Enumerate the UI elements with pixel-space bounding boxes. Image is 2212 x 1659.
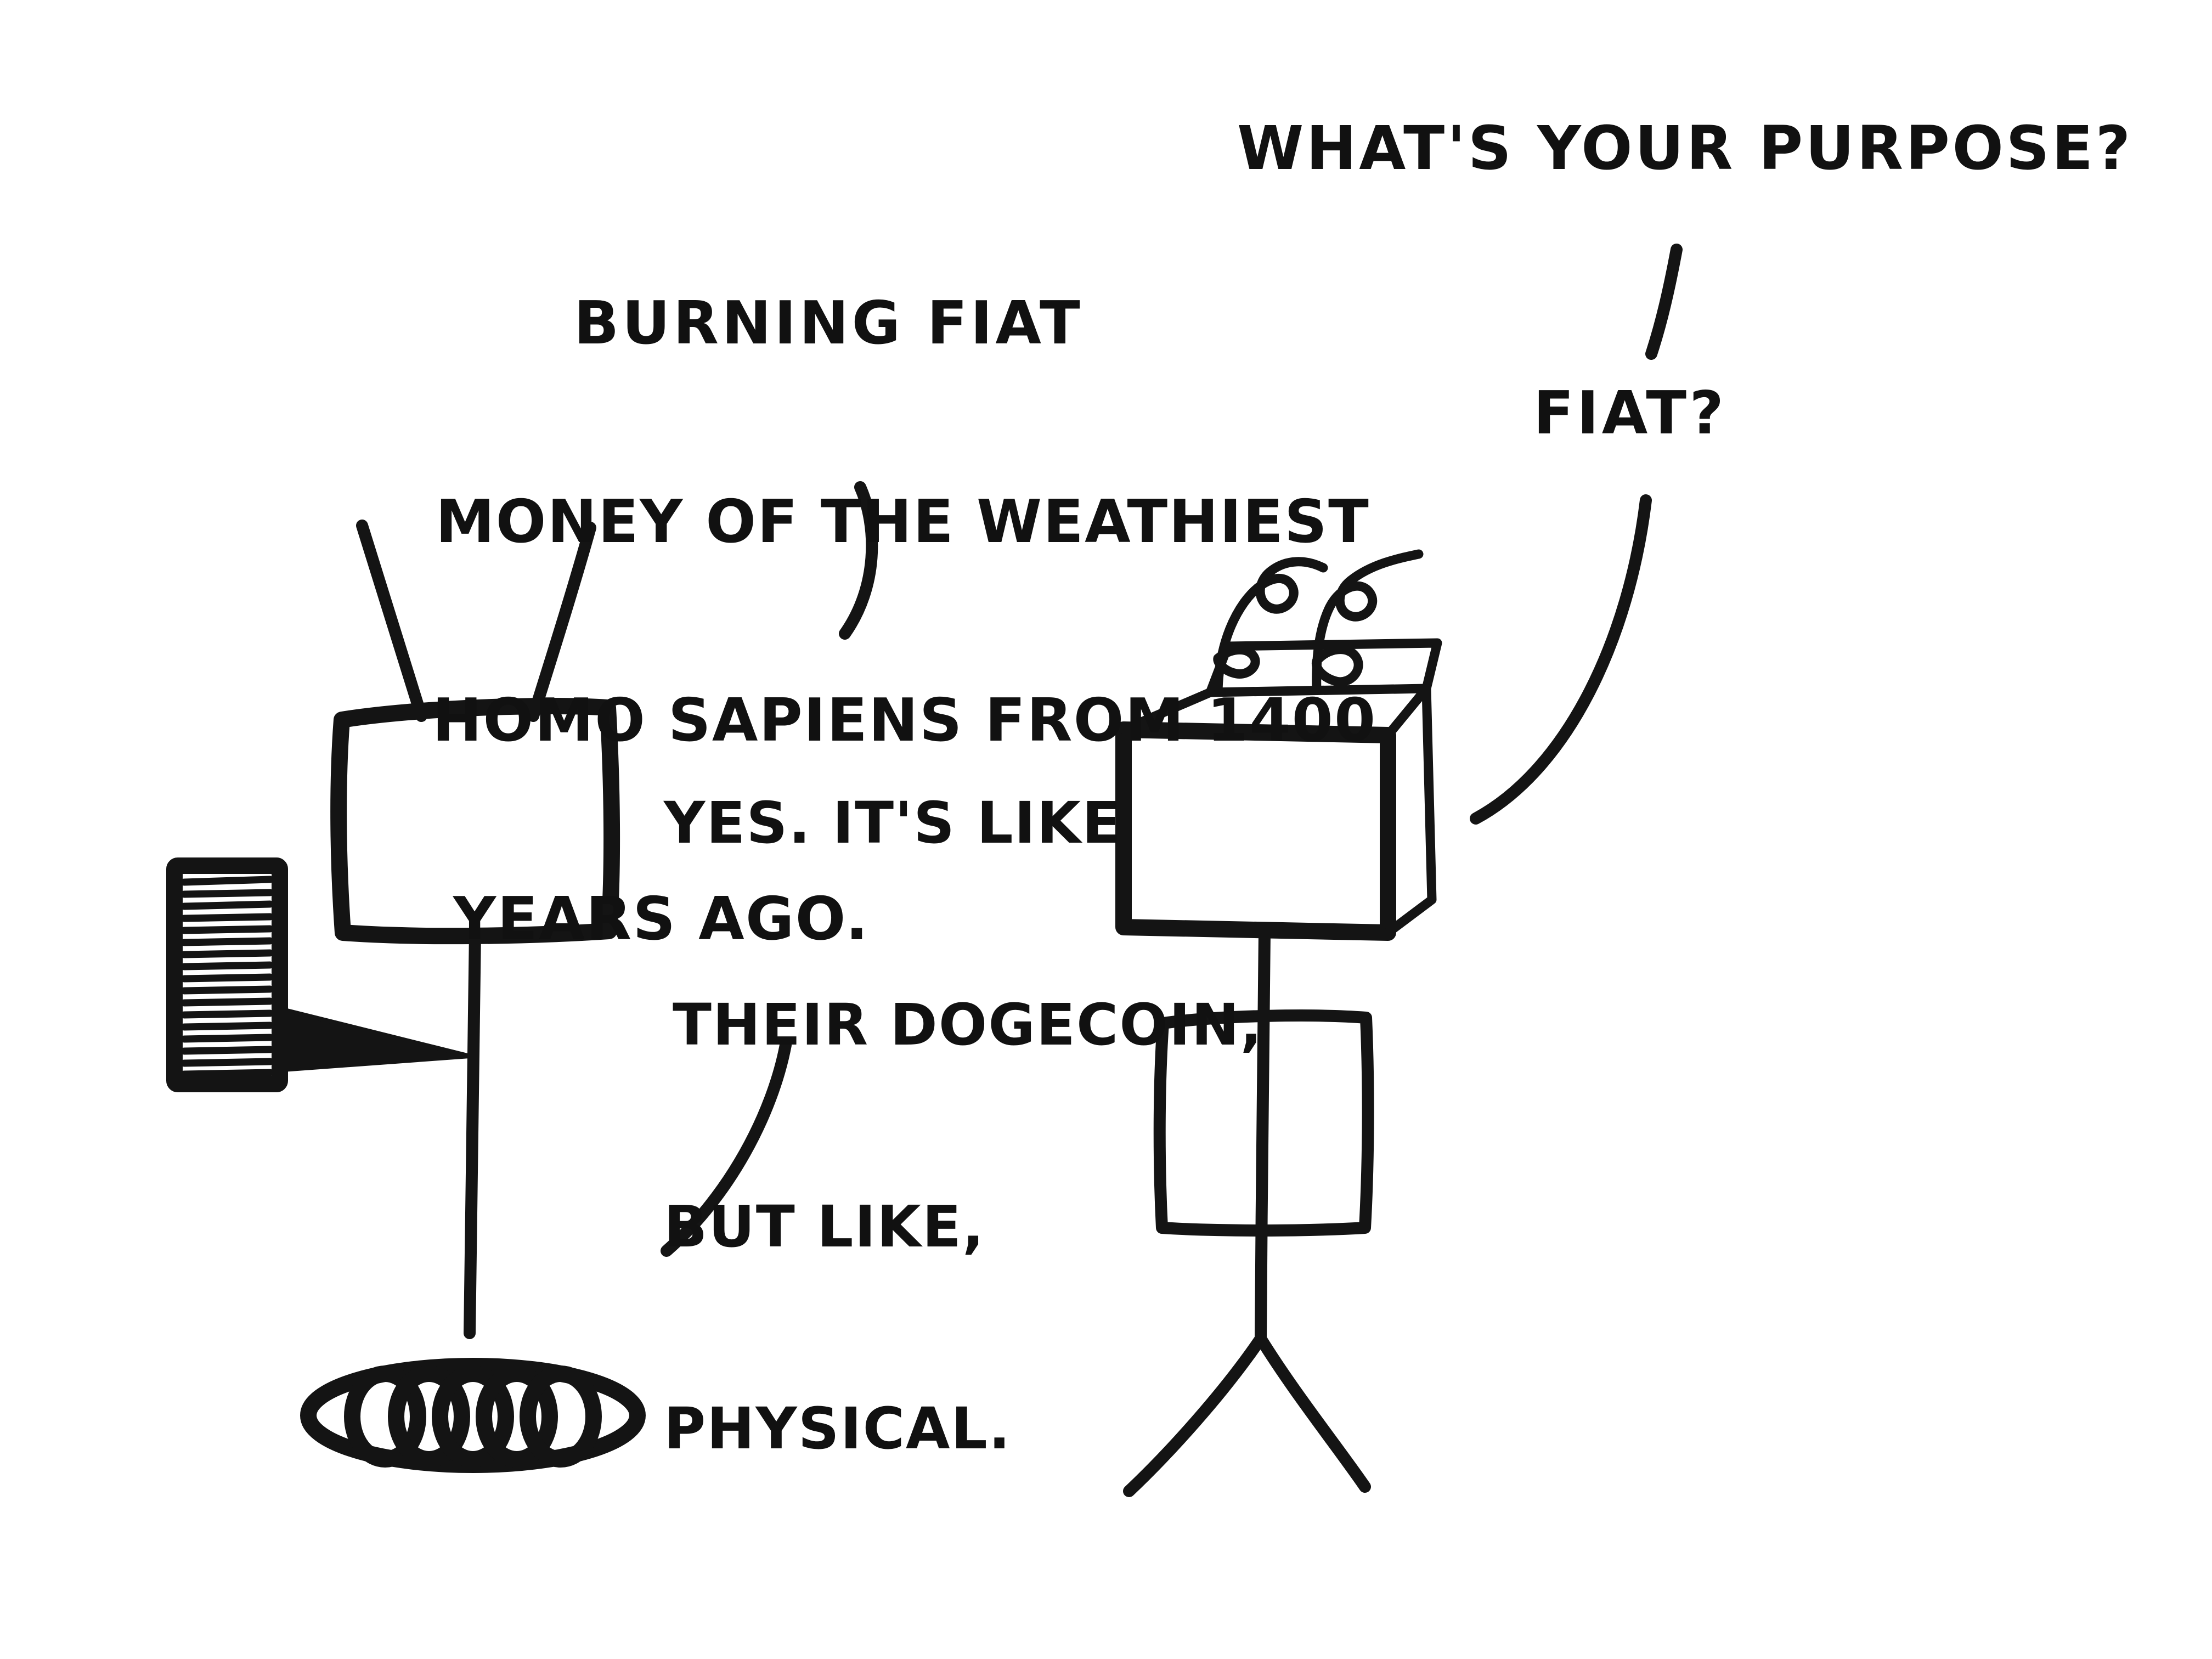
caption-whats-your-purpose: WHAT'S YOUR PURPOSE? bbox=[1237, 113, 2133, 183]
caption-burning-fiat-line-1: BURNING FIAT bbox=[574, 289, 1084, 358]
caption-fiat-question: FIAT? bbox=[1533, 379, 1727, 448]
caption-yes-its-like: YES. IT'S LIKE THEIR DOGECOIN, BUT LIKE,… bbox=[664, 680, 1263, 1602]
caption-yes-its-like-line-3: BUT LIKE, bbox=[664, 1193, 985, 1260]
right-robot bbox=[1115, 549, 1442, 1497]
burning-fiat-leader-line bbox=[839, 481, 878, 640]
tread-wheels bbox=[344, 1365, 602, 1468]
cube-head-top-front-edge bbox=[1119, 725, 1393, 740]
curly-antenna-right-loop bbox=[1311, 645, 1363, 687]
money-stack-box bbox=[166, 857, 288, 1092]
body-stalk bbox=[464, 927, 481, 1339]
caption-yes-its-like-line-2: THEIR DOGECOIN, bbox=[673, 991, 1263, 1058]
antenna-right-icon bbox=[527, 522, 596, 722]
curly-antenna-left-icon bbox=[1213, 557, 1328, 695]
leader-lines bbox=[661, 244, 1683, 1257]
cube-head-top-face bbox=[1205, 638, 1442, 697]
tv-head-box bbox=[330, 697, 620, 945]
caption-burning-fiat-line-3: HOMO SAPIENS FROM 1400 bbox=[432, 686, 1377, 755]
torso-box bbox=[1153, 1009, 1374, 1237]
curly-antenna-right-icon bbox=[1312, 549, 1424, 695]
cube-head-left-edge bbox=[1119, 687, 1215, 735]
money-stack-bill-lines bbox=[180, 876, 274, 1078]
cube-head-right-top-edge bbox=[1383, 684, 1431, 740]
left-robot bbox=[166, 520, 646, 1473]
purpose-leader-line bbox=[1645, 244, 1683, 360]
caption-yes-its-like-line-4: PHYSICAL. bbox=[664, 1395, 1012, 1462]
caption-burning-fiat-line-2: MONEY OF THE WEATHIEST bbox=[436, 488, 1370, 556]
caption-burning-fiat: BURNING FIAT MONEY OF THE WEATHIEST HOMO… bbox=[422, 176, 1376, 1088]
caption-burning-fiat-line-4: YEARS AGO. bbox=[453, 885, 870, 953]
caption-yes-its-like-line-1: YES. IT'S LIKE bbox=[664, 789, 1122, 856]
leg-right bbox=[1255, 1333, 1371, 1493]
right-body-stalk bbox=[1255, 927, 1271, 1345]
cube-head-right-side-edge bbox=[1383, 684, 1437, 938]
antenna-left-icon bbox=[356, 520, 427, 722]
yes-its-like-leader-line bbox=[661, 1039, 792, 1257]
leg-left bbox=[1123, 1333, 1267, 1497]
fiat-leader-line bbox=[1470, 494, 1652, 825]
